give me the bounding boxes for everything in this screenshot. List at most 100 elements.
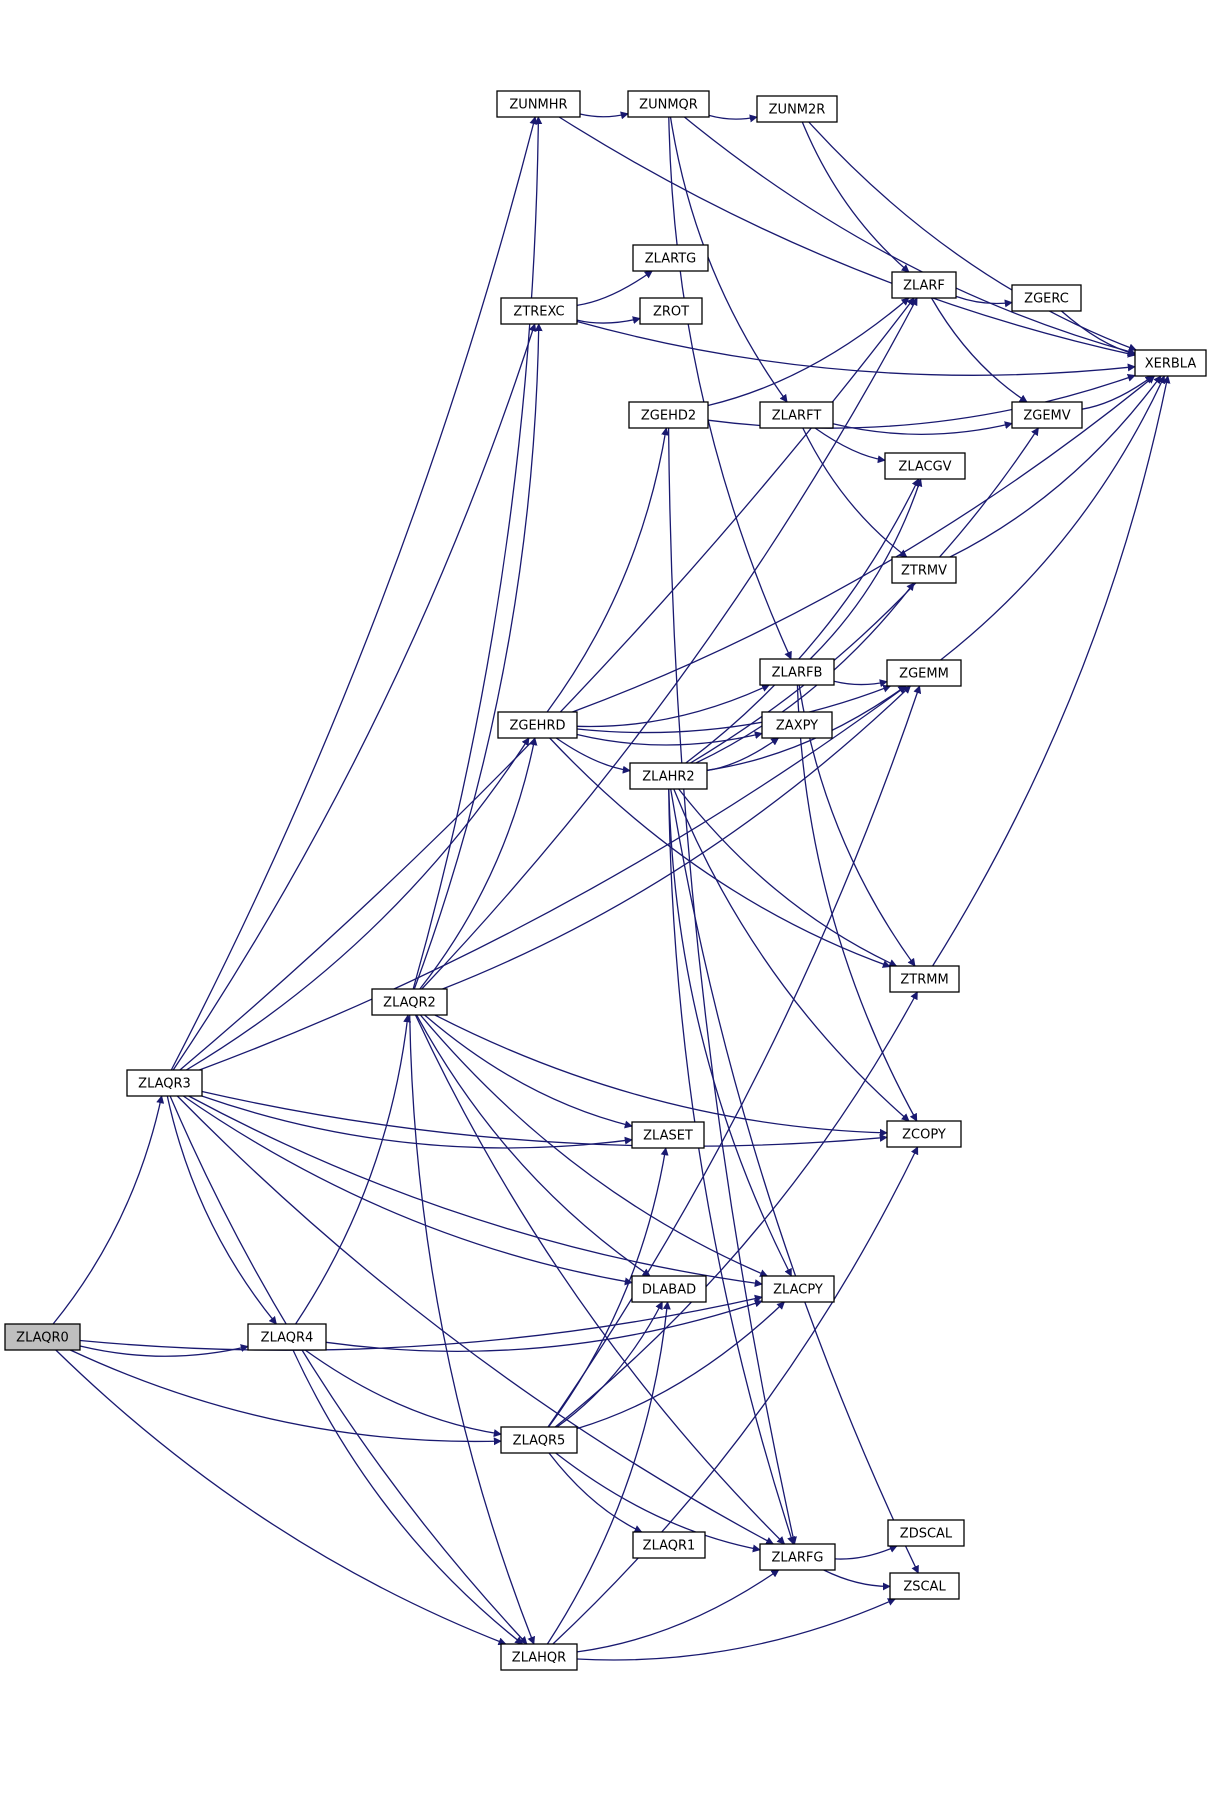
node-box-ztrmv <box>891 556 957 584</box>
edge-zlarf-to-zgerc <box>955 295 1013 308</box>
edge-ztrexc-to-xerbla <box>576 320 1136 376</box>
node-zgehd2[interactable]: ZGEHD2 <box>628 401 709 429</box>
node-box-zlarfg <box>759 1543 836 1571</box>
node-ztrmm[interactable]: ZTRMM <box>889 965 960 993</box>
node-box-zlarf <box>891 271 957 299</box>
node-zunm2r[interactable]: ZUNM2R <box>756 95 838 123</box>
edge-zlaqr2-to-zlaset <box>424 1014 633 1129</box>
node-label-ztrmv: ZTRMV <box>901 564 947 579</box>
node-zlaqr4[interactable]: ZLAQR4 <box>247 1323 327 1351</box>
edge-zlaqr3-to-zlaqr4 <box>166 1095 277 1325</box>
node-box-zgehrd <box>497 711 578 739</box>
node-zrot[interactable]: ZROT <box>639 297 703 325</box>
node-zaxpy[interactable]: ZAXPY <box>761 711 833 739</box>
edge-zlahr2-to-ztrmv <box>695 582 915 764</box>
node-box-zlacgv <box>884 452 966 480</box>
edge-zgehrd-to-zaxpy <box>576 731 763 746</box>
node-box-zlaqr0 <box>4 1323 81 1351</box>
node-label-zlartg: ZLARTG <box>645 252 696 267</box>
node-box-zcopy <box>886 1120 962 1148</box>
node-box-zgerc <box>1011 284 1082 312</box>
edge-zgemm-to-xerbla <box>940 375 1165 661</box>
node-zgemv[interactable]: ZGEMV <box>1011 401 1083 429</box>
edge-zlarft-to-ztrmv <box>802 427 908 558</box>
node-zlahr2[interactable]: ZLAHR2 <box>629 762 708 790</box>
node-zcopy[interactable]: ZCOPY <box>886 1120 962 1148</box>
edge-zlahr2-to-zlarfg <box>668 788 795 1545</box>
node-label-zdscal: ZDSCAL <box>900 1527 953 1542</box>
node-ztrmv[interactable]: ZTRMV <box>891 556 957 584</box>
node-zlaset[interactable]: ZLASET <box>631 1121 705 1149</box>
node-ztrexc[interactable]: ZTREXC <box>500 297 578 325</box>
node-label-zlacgv: ZLACGV <box>898 460 951 475</box>
edge-zlaqr5-to-zlaset <box>548 1147 669 1428</box>
edge-zlaqr3-to-dlabad <box>182 1095 633 1286</box>
node-zlahqr[interactable]: ZLAHQR <box>500 1643 578 1671</box>
node-zlacgv[interactable]: ZLACGV <box>884 452 966 480</box>
edge-zlarfg-to-zscal <box>823 1569 891 1591</box>
edge-zunmqr-to-xerbla <box>683 116 1136 356</box>
node-box-zlaqr5 <box>500 1426 578 1454</box>
node-box-zlacpy <box>761 1275 835 1303</box>
node-zunmhr[interactable]: ZUNMHR <box>496 90 581 118</box>
edge-zlaqr2-to-zlacpy <box>419 1014 769 1277</box>
node-zlacpy[interactable]: ZLACPY <box>761 1275 835 1303</box>
node-label-zaxpy: ZAXPY <box>776 719 818 734</box>
node-xerbla[interactable]: XERBLA <box>1134 349 1207 377</box>
edge-zlaqr4-to-zlahqr <box>292 1349 524 1645</box>
edge-zgehrd-to-zgemm <box>576 684 892 734</box>
node-box-zunm2r <box>756 95 838 123</box>
node-zlaqr2[interactable]: ZLAQR2 <box>371 988 448 1016</box>
edge-zlarfb-to-zlacgv <box>809 478 923 660</box>
node-label-zgehrd: ZGEHRD <box>509 719 565 734</box>
node-zlarfb[interactable]: ZLARFB <box>759 658 835 686</box>
node-zunmqr[interactable]: ZUNMQR <box>627 90 710 118</box>
node-label-zlarft: ZLARFT <box>772 409 822 424</box>
edge-zlaqr2-to-zlarf <box>421 297 918 990</box>
edge-zunmhr-to-xerbla <box>558 116 1136 358</box>
edge-zlarft-to-zgemv <box>832 421 1013 435</box>
node-zdscal[interactable]: ZDSCAL <box>887 1519 965 1547</box>
edge-zunm2r-to-zlarf <box>801 121 910 273</box>
node-label-zlahr2: ZLAHR2 <box>642 770 694 785</box>
edge-zlarfg-to-zdscal <box>834 1545 898 1560</box>
node-zlaqr1[interactable]: ZLAQR1 <box>632 1531 706 1559</box>
node-zgemm[interactable]: ZGEMM <box>886 659 962 687</box>
node-label-zrot: ZROT <box>653 305 689 320</box>
edge-zlaqr3-to-zlaset <box>201 1095 633 1149</box>
node-zlaqr5[interactable]: ZLAQR5 <box>500 1426 578 1454</box>
node-zscal[interactable]: ZSCAL <box>889 1572 960 1600</box>
node-zlartg[interactable]: ZLARTG <box>632 244 709 272</box>
edge-zlahr2-to-zcopy <box>673 788 910 1122</box>
edge-zgehd2-to-zlarfg <box>667 427 797 1545</box>
node-box-zlaqr2 <box>371 988 448 1016</box>
node-label-zlahqr: ZLAHQR <box>512 1651 566 1666</box>
node-zlaqr3[interactable]: ZLAQR3 <box>126 1069 203 1097</box>
node-zlarfg[interactable]: ZLARFG <box>759 1543 836 1571</box>
edge-zlaqr5-to-zlacpy <box>576 1301 785 1430</box>
node-zlarft[interactable]: ZLARFT <box>759 401 834 429</box>
node-label-zcopy: ZCOPY <box>902 1128 946 1143</box>
node-label-zlaqr1: ZLAQR1 <box>643 1539 696 1554</box>
node-zlaqr0[interactable]: ZLAQR0 <box>4 1323 81 1351</box>
node-zgehrd[interactable]: ZGEHRD <box>497 711 578 739</box>
node-label-zgemm: ZGEMM <box>899 667 949 682</box>
node-box-zlaqr4 <box>247 1323 327 1351</box>
edge-zunmhr-to-zunmqr <box>579 111 629 120</box>
edge-zgehrd-to-zlahr2 <box>555 737 631 774</box>
edge-zgerc-to-xerbla <box>1060 310 1136 357</box>
node-dlabad[interactable]: DLABAD <box>631 1275 707 1303</box>
edge-zlaqr4-to-zlaqr2 <box>295 1014 412 1325</box>
edge-zlahr2-to-ztrmm <box>678 788 898 967</box>
edge-zgehrd-to-zgehd2 <box>546 427 670 713</box>
node-box-ztrexc <box>500 297 578 325</box>
node-box-zgemm <box>886 659 962 687</box>
edge-zlahqr-to-dlabad <box>546 1301 671 1645</box>
edge-zlarfb-to-zgemm <box>833 679 888 688</box>
edge-zlaqr3-to-zlacpy <box>188 1095 763 1288</box>
edge-zlaqr4-to-zlacpy <box>325 1299 763 1352</box>
node-zgerc[interactable]: ZGERC <box>1011 284 1082 312</box>
node-label-zgehd2: ZGEHD2 <box>641 409 696 424</box>
node-zlarf[interactable]: ZLARF <box>891 271 957 299</box>
